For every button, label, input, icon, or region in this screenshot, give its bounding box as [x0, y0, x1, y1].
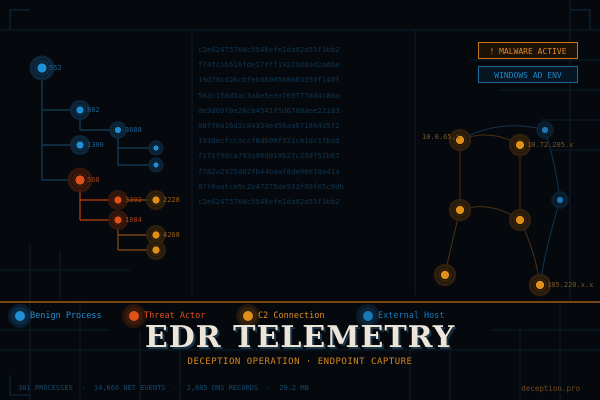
- hex-dump: c2e62475768c9546efe1da92a55f3bb2 f747c1b5…: [198, 42, 344, 209]
- legend-label: C2 Connection: [258, 311, 325, 321]
- process-node[interactable]: [109, 121, 127, 139]
- legend-item: Benign Process: [8, 311, 102, 322]
- page-title: EDR TELEMETRY: [144, 320, 456, 355]
- pid-label: 2228: [163, 196, 180, 204]
- process-node[interactable]: [146, 190, 166, 210]
- legend-swatch-icon: [15, 311, 25, 321]
- pid-label: 4268: [163, 231, 180, 239]
- hex-line: de9d09f0e26cb4541f5d6788aee22183: [198, 105, 340, 115]
- network-edge: [539, 199, 561, 286]
- process-node[interactable]: [148, 157, 164, 173]
- stats-footer: 381 PROCESSES · 14,660 NET EVENTS · 2,88…: [18, 384, 309, 392]
- c2-host-node[interactable]: [508, 133, 532, 157]
- malware-active-badge: ! MALWARE ACTIVE: [478, 42, 578, 59]
- process-node[interactable]: [70, 135, 90, 155]
- hex-line: f171f90ca793a96d018b27c25df52b67: [198, 151, 340, 161]
- hex-line: 503c1f6d5ac3a0e5eea769777dd4c88a: [198, 90, 340, 100]
- hex-line: 88f76a16d3c84334e456aa67186435f2: [198, 121, 340, 131]
- hex-line: 193decfcc3ccf8db00f921c81dc17bad: [198, 136, 340, 146]
- process-node[interactable]: [148, 140, 164, 156]
- ip-label: 10.72.205.x: [527, 141, 573, 149]
- corner-brackets: [9, 9, 591, 396]
- ip-label: 10.0.65.x: [422, 133, 460, 141]
- process-node[interactable]: [108, 190, 128, 210]
- process-node[interactable]: [146, 240, 166, 260]
- process-node[interactable]: [29, 55, 55, 81]
- process-node[interactable]: [67, 167, 93, 193]
- pid-label: 3608: [125, 126, 142, 134]
- environment-badge: WINDOWS AD ENV: [478, 66, 578, 83]
- legend-swatch-icon: [243, 311, 253, 321]
- c2-host-node[interactable]: [448, 198, 472, 222]
- legend-item: C2 Connection: [236, 311, 325, 322]
- legend-label: External Host: [378, 311, 445, 321]
- pid-label: 882: [87, 106, 100, 114]
- process-node[interactable]: [70, 100, 90, 120]
- hex-line: c2e62475768c9546efe1da92a55f3bb2: [198, 197, 340, 207]
- pid-label: 1884: [125, 216, 142, 224]
- hex-line: f747c1b516fde17fff19229d6ad2ad6e: [198, 60, 340, 70]
- pid-label: 1300: [87, 141, 104, 149]
- legend-swatch-icon: [363, 311, 373, 321]
- pid-label: 568: [87, 176, 100, 184]
- pid-label: 3392: [125, 196, 142, 204]
- process-node[interactable]: [146, 225, 166, 245]
- ip-label: 185.220.x.x: [547, 281, 593, 289]
- network-graph: 10.0.65.x 10.72.205.x 185.220.x.x: [422, 121, 593, 297]
- legend-item: External Host: [356, 311, 445, 322]
- c2-host-node[interactable]: [433, 263, 457, 287]
- pid-label: 552: [49, 64, 62, 72]
- c2-host-node[interactable]: [528, 273, 552, 297]
- subtitle: DECEPTION OPERATION · ENDPOINT CAPTURE: [187, 357, 413, 367]
- external-host-node[interactable]: [536, 121, 554, 139]
- legend-label: Threat Actor: [144, 311, 206, 321]
- external-host-node[interactable]: [551, 191, 569, 209]
- process-tree: 552 882 3608 1300 568 3392 2228 1884 4268: [29, 55, 180, 260]
- c2-host-node[interactable]: [448, 128, 472, 152]
- legend-swatch-icon: [129, 311, 139, 321]
- hex-line: c2e62475768c9546efe1da92a55f3bb2: [198, 45, 340, 54]
- legend-item: Threat Actor: [122, 311, 205, 322]
- hex-line: 87f0aafce9c2b47275de933f09f05c0db: [198, 181, 345, 191]
- domain-label: deception.pro: [521, 384, 580, 393]
- hex-line: 19d78cd26cbfeb0800508063359f149f: [198, 75, 340, 85]
- process-node[interactable]: [108, 210, 128, 230]
- hex-line: f782a2925d02fb44baaf8de08e18a41a: [198, 166, 340, 176]
- c2-host-node[interactable]: [508, 208, 532, 232]
- legend-label: Benign Process: [30, 311, 102, 321]
